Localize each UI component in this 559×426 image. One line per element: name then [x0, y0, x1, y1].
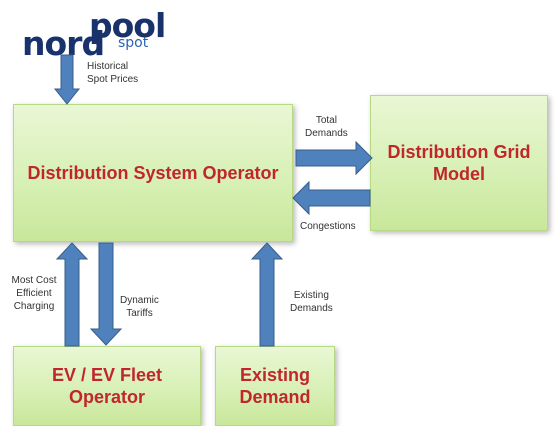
arrow-up-existing-demands — [250, 242, 284, 347]
arrow-left-congestions — [292, 180, 371, 216]
nordpool-spot-logo: nord pool spot — [22, 6, 172, 63]
congestions-label: Congestions — [300, 221, 356, 232]
ev-fleet-operator-label: EV / EV Fleet Operator — [51, 364, 163, 408]
dynamic-tariffs-label: Dynamic Tariffs — [120, 295, 159, 319]
most-cost-efficient-charging-label: Most Cost Efficient Charging — [11, 275, 57, 312]
total-demands-label: Total Demands — [305, 115, 348, 139]
distribution-system-operator-label: Distribution System Operator — [27, 162, 279, 183]
logo-text-spot: spot — [118, 35, 149, 51]
existing-demand-label: Existing Demand — [239, 364, 311, 408]
logo-text-pool: pool — [89, 6, 166, 45]
existing-demands-label: Existing Demands — [290, 290, 333, 314]
distribution-grid-model-label: Distribution Grid Model — [387, 141, 531, 185]
arrow-up-charging — [55, 242, 89, 347]
distribution-grid-model-box: Distribution Grid Model — [370, 95, 548, 231]
distribution-system-operator-box: Distribution System Operator — [13, 104, 293, 242]
arrow-down-spot-prices — [53, 54, 81, 105]
arrow-down-dynamic-tariffs — [89, 242, 123, 346]
existing-demand-box: Existing Demand — [215, 346, 335, 426]
arrow-right-total-demands — [295, 140, 373, 176]
historical-spot-prices-label: Historical Spot Prices — [87, 61, 139, 85]
